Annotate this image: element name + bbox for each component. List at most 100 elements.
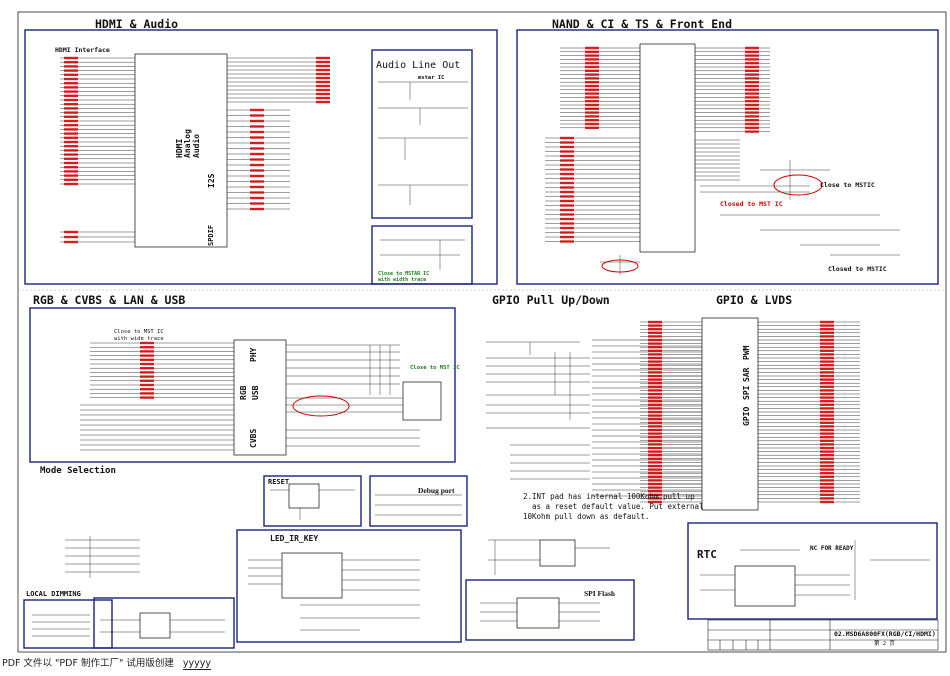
net-label-mark <box>820 468 834 471</box>
section-title-debug-port: Debug port <box>418 486 455 495</box>
debug-port-box <box>369 475 468 527</box>
net-label-mark <box>560 231 574 234</box>
nand-ci-ts-box <box>516 29 939 285</box>
net-label-mark <box>648 342 662 345</box>
net-label-mark <box>745 62 759 65</box>
net-label-mark <box>250 191 264 194</box>
net-label-mark <box>585 81 599 84</box>
pdf-footer-link[interactable]: yyyyy <box>182 658 211 670</box>
rtc-box <box>687 522 938 620</box>
net-label-mark <box>250 119 264 123</box>
net-label-mark <box>560 226 574 230</box>
block-label-gpio: GPIO <box>742 406 751 426</box>
net-label-mark <box>648 320 662 324</box>
net-label-mark <box>560 199 574 203</box>
block-label-spdif: SPDIF <box>207 224 215 246</box>
net-label-mark <box>648 385 662 388</box>
audio-line-out-box <box>371 49 473 219</box>
net-label-mark <box>316 68 330 72</box>
rtc-ic <box>734 565 796 607</box>
note-int-pad-line3: 10Kohm pull down as default. <box>523 512 650 521</box>
sheet-border <box>17 11 947 653</box>
net-label-mark <box>820 457 834 460</box>
net-label-mark <box>585 111 599 114</box>
net-label-mark <box>585 126 599 129</box>
reset-ic <box>288 483 320 509</box>
section-title-nand-ci-ts: NAND & CI & TS & Front End <box>552 17 733 31</box>
note-mstar-ic: mstar IC <box>418 75 445 81</box>
block-label-spi: SPI <box>742 385 751 400</box>
net-label-mark <box>820 482 834 486</box>
net-label-mark <box>745 130 759 133</box>
net-label-mark <box>140 367 154 370</box>
net-label-mark <box>648 425 662 428</box>
net-label-mark <box>560 154 574 158</box>
net-label-mark <box>648 407 662 410</box>
net-label-mark <box>585 119 599 122</box>
net-label-mark <box>745 88 759 91</box>
net-label-mark <box>64 136 78 139</box>
net-label-mark <box>316 56 330 60</box>
highlight-ellipse-nand <box>773 174 823 196</box>
net-label-mark <box>820 479 834 482</box>
net-label-mark <box>585 96 599 99</box>
net-label-mark <box>820 428 834 432</box>
net-label-mark <box>250 163 264 167</box>
net-label-mark <box>64 240 78 244</box>
net-label-mark <box>64 103 78 106</box>
net-label-mark <box>250 125 264 128</box>
net-label-mark <box>648 468 662 471</box>
net-label-mark <box>560 172 574 176</box>
note-int-pad-line1: 2.INT pad has internal 100Kohm pull up <box>523 492 695 501</box>
net-label-mark <box>140 396 154 399</box>
net-label-mark <box>648 328 662 331</box>
block-label-i2s: I2S <box>207 173 216 188</box>
led-ir-key-box <box>236 529 462 643</box>
block-label-hdmi-analog-audio: HDMI Analog Audio <box>175 129 201 158</box>
section-title-gpio-pull: GPIO Pull Up/Down <box>492 293 610 307</box>
net-label-mark <box>560 136 574 140</box>
net-label-mark <box>585 46 599 50</box>
net-label-mark <box>820 400 834 403</box>
net-label-mark <box>648 346 662 349</box>
net-label-mark <box>820 374 834 378</box>
net-label-mark <box>820 497 834 500</box>
net-label-mark <box>560 141 574 144</box>
net-label-mark <box>64 111 78 114</box>
net-label-mark <box>140 362 154 366</box>
flash-ic <box>516 597 560 629</box>
net-label-mark <box>745 103 759 107</box>
net-label-mark <box>316 84 330 88</box>
net-label-mark <box>648 500 662 504</box>
net-label-mark <box>745 46 759 50</box>
net-label-mark <box>64 65 78 68</box>
net-label-mark <box>820 472 834 475</box>
net-label-mark <box>648 335 662 338</box>
note-closed-to-mstic-2: Closed to MSTIC <box>828 265 887 273</box>
net-label-mark <box>745 126 759 129</box>
net-label-mark <box>648 356 662 360</box>
net-label-mark <box>648 392 662 396</box>
net-label-mark <box>316 100 330 104</box>
net-label-mark <box>745 96 759 99</box>
net-label-mark <box>140 346 154 349</box>
note-int-pad-line2: as a reset default value. Put external <box>532 502 704 511</box>
section-title-rgb-cvbs: RGB & CVBS & LAN & USB <box>33 293 186 307</box>
net-label-mark <box>820 414 834 417</box>
net-label-mark <box>648 396 662 399</box>
net-label-mark <box>820 382 834 385</box>
net-label-mark <box>64 61 78 64</box>
net-label-mark <box>560 186 574 189</box>
net-label-mark <box>820 450 834 453</box>
section-title-hdmi-interface: HDMI Interface <box>55 46 110 54</box>
net-label-mark <box>585 50 599 53</box>
net-label-mark <box>140 350 154 353</box>
net-label-mark <box>820 425 834 428</box>
net-label-mark <box>648 410 662 414</box>
net-label-mark <box>648 353 662 356</box>
gpio-ic <box>539 539 576 567</box>
net-label-mark <box>64 182 78 186</box>
note-close-to-mst-ic-2: Close to MST IC <box>114 329 164 335</box>
net-label-mark <box>250 158 264 161</box>
net-label-mark <box>820 356 834 360</box>
